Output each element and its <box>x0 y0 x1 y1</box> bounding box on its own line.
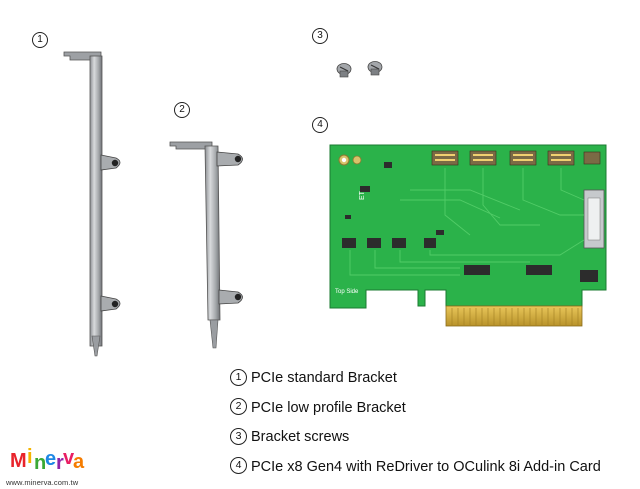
marker-3: 3 <box>312 28 328 44</box>
low-profile-bracket <box>169 141 243 349</box>
logo-url[interactable]: www.minerva.com.tw <box>6 478 79 487</box>
logo-letter: i <box>27 446 33 468</box>
legend-number: 1 <box>230 368 247 386</box>
legend-text: PCIe standard Bracket <box>251 370 397 386</box>
minerva-logo: M i n e r v a <box>10 446 85 474</box>
legend-text: PCIe x8 Gen4 with ReDriver to OCulink 8i… <box>251 458 601 475</box>
legend-number: 2 <box>230 398 247 416</box>
product-photo: Top Side ET <box>63 51 607 357</box>
logo-letter: e <box>45 448 56 470</box>
marker-2: 2 <box>174 102 190 118</box>
marker-1: 1 <box>32 32 48 48</box>
legend-text: PCIe low profile Bracket <box>251 399 406 416</box>
bracket-screws <box>336 61 383 78</box>
legend-text: Bracket screws <box>251 429 350 445</box>
logo-letter: n <box>34 452 46 474</box>
logo-letter: a <box>73 451 85 473</box>
logo-letter: M <box>10 450 27 472</box>
logo-letter: v <box>63 447 75 469</box>
logo-letter: r <box>56 452 64 474</box>
marker-4: 4 <box>312 117 328 133</box>
silk-label: ET <box>359 190 366 200</box>
standard-bracket <box>63 51 121 357</box>
legend-number: 3 <box>230 427 247 445</box>
legend-number: 4 <box>230 457 247 475</box>
oculink-add-in-card: Top Side ET <box>329 144 607 327</box>
top-side-label: Top Side <box>335 289 359 295</box>
